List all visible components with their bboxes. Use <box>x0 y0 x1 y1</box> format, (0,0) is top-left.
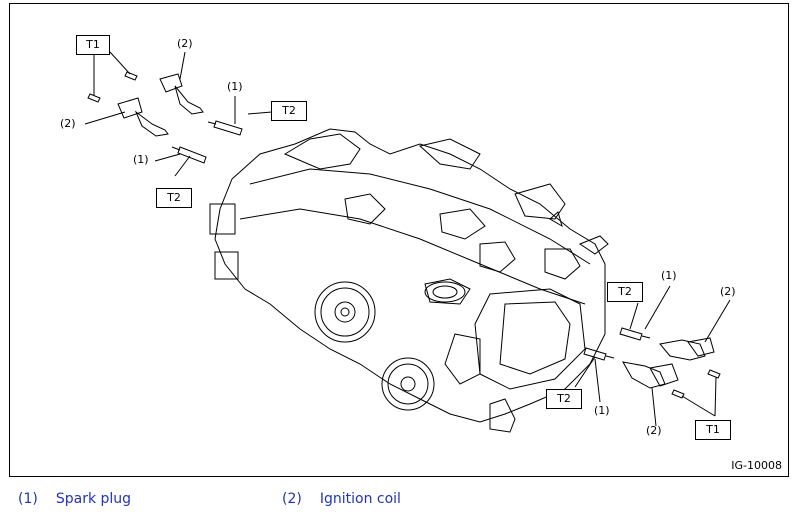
oil-filler-cap <box>424 281 466 303</box>
legend-number: (1) <box>18 491 38 507</box>
ignition-coil-upper-left <box>159 73 204 115</box>
callout-1-right: (1) <box>661 269 677 282</box>
legend-number: (2) <box>282 491 302 507</box>
torque-tag-t1-upper-left: T1 <box>76 35 110 55</box>
callout-1-upper: (1) <box>227 80 243 93</box>
callout-1-left: (1) <box>133 153 149 166</box>
bolt-right-b <box>707 369 721 379</box>
torque-tag-t2-lower: T2 <box>546 389 582 409</box>
callout-2-upper: (2) <box>177 37 193 50</box>
engine-drawing <box>84 51 731 433</box>
legend-label: Ignition coil <box>319 491 401 507</box>
torque-tag-t2-upper: T2 <box>271 101 307 121</box>
water-pump-pulley <box>381 357 435 411</box>
callout-2-left: (2) <box>60 117 76 130</box>
callout-1-lower: (1) <box>594 404 610 417</box>
engine-diagram-figure: T1 T2 T2 T2 T2 T1 (2) (1) (2) (1) (1) (2… <box>9 3 789 477</box>
ignition-coil-right-lower <box>622 361 679 389</box>
spark-plug-right-upper <box>619 327 651 341</box>
leader-lines <box>84 51 731 427</box>
callout-2-lower: (2) <box>646 424 662 437</box>
ignition-coil-lower-left <box>117 97 169 137</box>
spark-plug-right-lower <box>583 347 615 361</box>
engine-block <box>209 128 609 433</box>
bolt-left-b <box>87 93 101 103</box>
torque-tag-t1-lower-right: T1 <box>695 420 731 440</box>
spark-plug-left-lower <box>171 146 207 164</box>
spark-plug-left-upper <box>207 120 243 136</box>
crank-pulley <box>314 281 376 343</box>
ignition-coil-right-upper <box>659 337 715 361</box>
callout-2-right: (2) <box>720 285 736 298</box>
bolt-right-a <box>671 389 685 399</box>
bolt-left-a <box>124 71 138 81</box>
figure-id: IG-10008 <box>731 459 782 472</box>
legend-item-ignition-coil: (2) Ignition coil <box>282 491 401 507</box>
torque-tag-t2-left: T2 <box>156 188 192 208</box>
legend-label: Spark plug <box>55 491 132 507</box>
torque-tag-t2-right: T2 <box>607 282 643 302</box>
legend-item-spark-plug: (1) Spark plug <box>18 491 131 507</box>
